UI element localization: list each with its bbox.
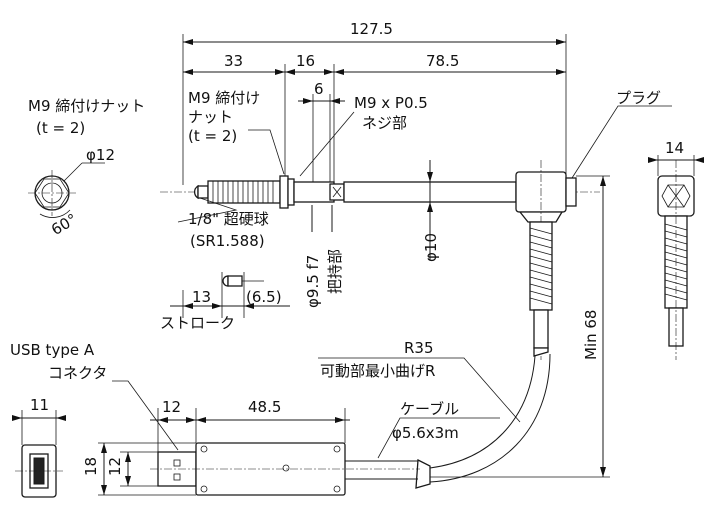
bend-leader: [318, 357, 521, 423]
usb-label-line2: コネクタ: [48, 364, 107, 382]
thread-leader: [299, 111, 355, 177]
thread-spec-label: M9 x P0.5: [354, 94, 428, 112]
dim-usb-height-outer: 18: [82, 457, 100, 476]
dim-clamp-diameter: φ9.5 f7: [304, 255, 322, 308]
cable-spec-label: φ5.6x3m: [392, 424, 459, 442]
stroke-label: ストローク: [160, 314, 235, 332]
usb-leader: [112, 380, 179, 451]
dim-thread-width: 6: [314, 80, 324, 98]
dim-cable-min-length: Min 68: [582, 310, 600, 360]
fastening-nut-label-2: ナット: [188, 108, 233, 126]
usb-side-view: [98, 408, 420, 496]
plug-leader: [571, 105, 672, 179]
clamp-part-label: 把持部: [326, 249, 344, 294]
thread-part-label: ネジ部: [362, 114, 407, 132]
ball-leader: [177, 197, 238, 223]
dim-usb-body-length: 48.5: [248, 398, 281, 416]
nut-title-line1: M9 締付けナット: [28, 97, 145, 115]
dim-nut-length: 33: [224, 52, 243, 70]
dim-usb-width: 11: [30, 396, 49, 414]
fastening-nut-label-1: M9 締付け: [188, 89, 260, 107]
dim-nut-hex-width: 14: [665, 139, 684, 157]
dim-total-length: 127.5: [350, 20, 393, 38]
bend-label: 可動部最小曲げR: [320, 362, 435, 380]
dim-thread-to-body: 78.5: [426, 52, 459, 70]
dim-usb-plug-length: 12: [162, 398, 181, 416]
usb-label-line1: USB type A: [10, 341, 95, 359]
cable-bend: [345, 347, 551, 489]
dim-shaft-diameter: φ10: [422, 233, 440, 262]
nut-front-view: [28, 162, 105, 218]
dim-stroke: 13: [192, 288, 211, 306]
dim-bend-radius: R35: [404, 339, 434, 357]
dim-nut-to-thread: 16: [296, 52, 315, 70]
cable-leader: [377, 417, 500, 459]
dim-nut-diameter: φ12: [86, 146, 115, 164]
fastening-nut-leader: [248, 129, 285, 175]
usb-end-view: [12, 410, 66, 498]
dim-stroke-extra: (6.5): [246, 288, 282, 306]
dim-nut-angle: 60°: [48, 210, 80, 239]
fastening-nut-label-3: (t = 2): [188, 127, 237, 145]
cable-label: ケーブル: [400, 400, 459, 418]
probe-end-view: [648, 155, 704, 360]
nut-title-line2: (t = 2): [36, 119, 85, 137]
plug-label: プラグ: [616, 89, 661, 107]
stroke-detail: [170, 272, 290, 318]
dim-usb-height-inner: 12: [106, 457, 124, 476]
ball-radius-label: (SR1.588): [190, 232, 265, 250]
dimension-lines-top: [182, 34, 567, 185]
ball-label: 1/8" 超硬球: [188, 210, 269, 228]
